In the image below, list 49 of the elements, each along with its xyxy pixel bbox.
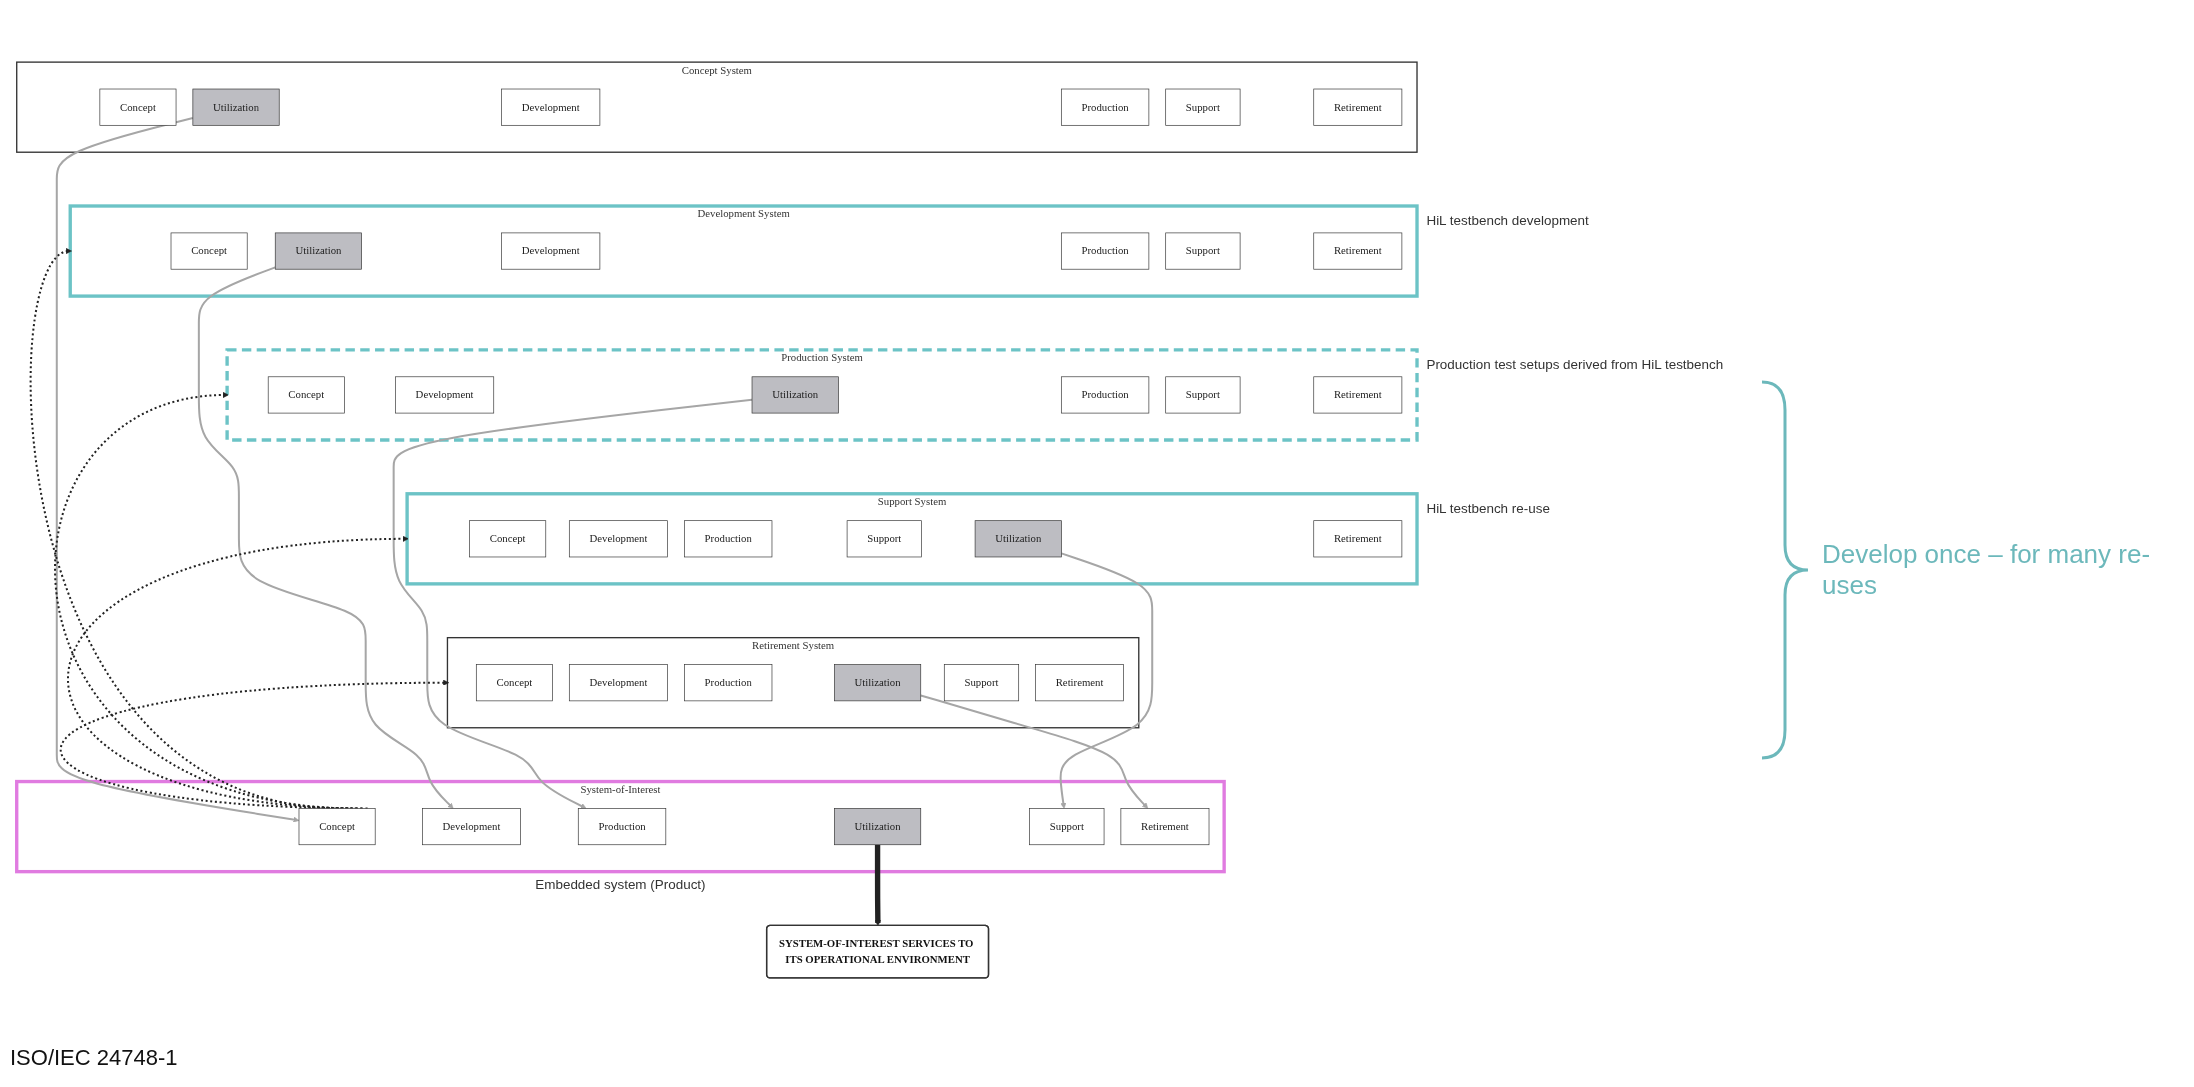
node-box: Support xyxy=(1029,808,1105,846)
arrow xyxy=(1059,552,1154,809)
annotation-text: Embedded system (Product) xyxy=(535,877,706,893)
node-box: Production xyxy=(1061,376,1150,414)
node-box: Support xyxy=(1165,232,1241,270)
annotation-text: HiL testbench development xyxy=(1426,212,1589,228)
node-box: Development xyxy=(501,88,601,126)
node-box: Concept xyxy=(267,376,345,414)
node-box: Development xyxy=(568,664,668,702)
node-box: Concept xyxy=(469,520,547,558)
arrow xyxy=(392,398,753,809)
node-box: Retirement xyxy=(1313,376,1403,414)
arrow xyxy=(67,536,409,810)
arrow xyxy=(197,266,454,809)
node-box: Development xyxy=(501,232,601,270)
node-box: Support xyxy=(1165,88,1241,126)
node-box: Production xyxy=(1061,232,1150,270)
node-box: Support xyxy=(846,520,922,558)
node-box: Utilization xyxy=(974,520,1062,558)
node-box: Retirement xyxy=(1313,88,1403,126)
node-box: Development xyxy=(395,376,495,414)
arrow xyxy=(874,844,881,927)
source-caption: ISO/IEC 24748-1 xyxy=(10,1045,178,1071)
node-box: Support xyxy=(1165,376,1241,414)
node-box: Retirement xyxy=(1035,664,1124,702)
node-box: Production xyxy=(577,808,667,846)
node-box: Utilization xyxy=(192,88,280,126)
node-box: Production xyxy=(1061,88,1150,126)
node-box: Utilization xyxy=(834,808,922,846)
node-box: Concept xyxy=(170,232,248,270)
arrow xyxy=(61,679,450,810)
annotation-text: HiL testbench re-use xyxy=(1426,500,1550,516)
node-box: Production xyxy=(684,520,773,558)
node-box: Retirement xyxy=(1120,808,1210,846)
node-box: Utilization xyxy=(751,376,839,414)
annotation-text: Develop once – for many re-uses xyxy=(1822,539,2152,601)
node-box: Retirement xyxy=(1313,520,1403,558)
node-box: Retirement xyxy=(1313,232,1403,270)
annotation-text: Production test setups derived from HiL testbench xyxy=(1426,356,1724,372)
node-box: Development xyxy=(568,520,668,558)
node-box: Utilization xyxy=(834,664,922,702)
node-box: Concept xyxy=(298,808,376,846)
node-box: Development xyxy=(422,808,521,846)
node-box: Support xyxy=(943,664,1020,702)
arrow xyxy=(55,117,300,823)
node-box: Production xyxy=(684,664,773,702)
node-box: Utilization xyxy=(274,232,362,270)
node-box: Concept xyxy=(99,88,177,126)
node-box: Concept xyxy=(475,664,553,702)
